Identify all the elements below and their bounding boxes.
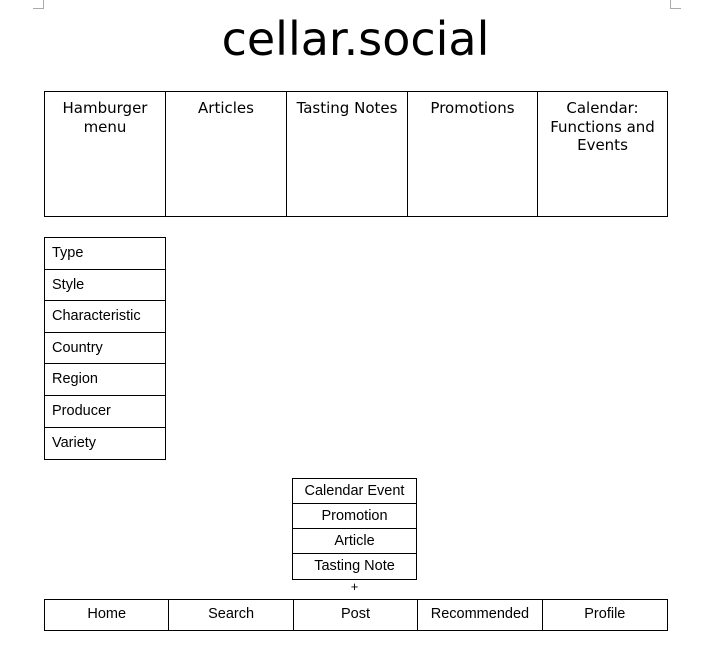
nav-promotions[interactable]: Promotions [408, 92, 538, 216]
tab-home[interactable]: Home [45, 600, 170, 630]
tab-post[interactable]: Post [294, 600, 419, 630]
post-option-article[interactable]: Article [293, 529, 416, 554]
tab-search[interactable]: Search [169, 600, 294, 630]
post-option-tasting-note[interactable]: Tasting Note [314, 558, 395, 574]
post-menu: Calendar Event Promotion Article Tasting… [292, 478, 417, 580]
nav-tasting-notes[interactable]: Tasting Notes [287, 92, 408, 216]
post-option-calendar-event[interactable]: Calendar Event [293, 479, 416, 504]
top-navigation: Hamburger menu Articles Tasting Notes Pr… [44, 91, 668, 217]
hamburger-menu-button[interactable]: Hamburger menu [45, 92, 166, 216]
filter-item-characteristic[interactable]: Characteristic [45, 301, 165, 333]
site-title: cellar.social [221, 12, 490, 66]
bottom-navigation: Home Search Post Recommended Profile [44, 599, 668, 631]
filter-item-type[interactable]: Type [45, 238, 165, 270]
tab-profile[interactable]: Profile [584, 606, 626, 622]
filter-item-producer[interactable]: Producer [45, 396, 165, 428]
tab-recommended[interactable]: Recommended [418, 600, 543, 630]
filter-item-style[interactable]: Style [45, 270, 165, 302]
page-corner-mark-right [670, 0, 681, 9]
filter-item-region[interactable]: Region [45, 364, 165, 396]
plus-icon[interactable]: + [350, 579, 359, 594]
page-corner-mark-left [33, 0, 44, 9]
filter-menu: Type Style Characteristic Country Region… [44, 237, 166, 461]
nav-calendar[interactable]: Calendar: Functions and Events [550, 99, 655, 154]
nav-articles[interactable]: Articles [166, 92, 287, 216]
filter-item-country[interactable]: Country [45, 333, 165, 365]
filter-item-variety[interactable]: Variety [52, 434, 97, 451]
post-option-promotion[interactable]: Promotion [293, 504, 416, 529]
